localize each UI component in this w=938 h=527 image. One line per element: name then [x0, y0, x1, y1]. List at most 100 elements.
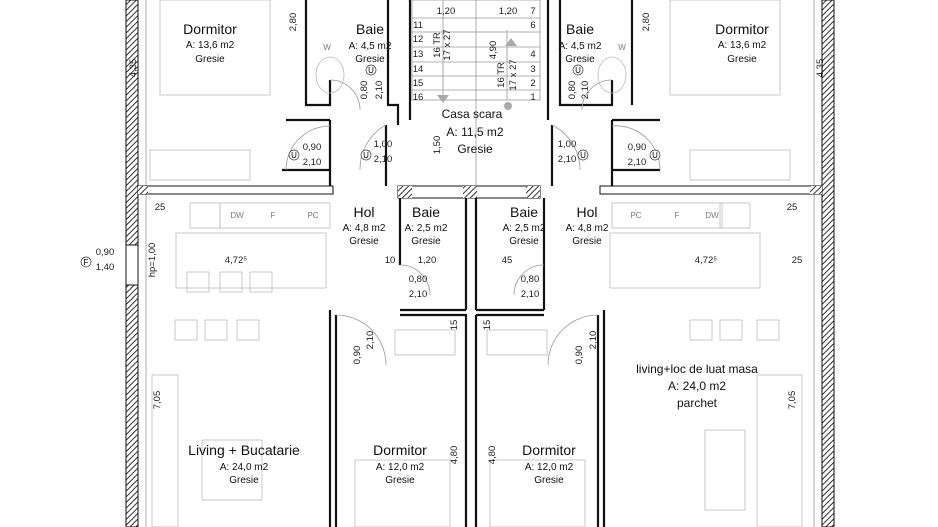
svg-text:4,80: 4,80 — [487, 446, 498, 465]
room-labels: Dormitor A: 13,6 m2 Gresie Baie A: 4,5 m2 Gr… — [183, 21, 769, 486]
svg-text:U: U — [575, 66, 581, 75]
svg-text:W: W — [323, 43, 331, 52]
svg-text:1: 1 — [530, 92, 535, 103]
svg-text:16 TR: 16 TR — [496, 62, 507, 88]
svg-text:Gresie: Gresie — [385, 475, 415, 486]
svg-text:A: 11,5 m2: A: 11,5 m2 — [446, 125, 503, 139]
svg-text:A: 4,8 m2: A: 4,8 m2 — [343, 223, 386, 234]
svg-text:U: U — [652, 151, 658, 160]
svg-text:16: 16 — [413, 92, 424, 103]
svg-text:7: 7 — [530, 6, 535, 17]
svg-text:living+loc de luat masa: living+loc de luat masa — [636, 362, 758, 376]
svg-text:2,10: 2,10 — [374, 154, 393, 165]
svg-text:2,10: 2,10 — [558, 154, 577, 165]
svg-text:0,80: 0,80 — [409, 274, 428, 285]
svg-text:25: 25 — [155, 202, 166, 213]
svg-text:0,80: 0,80 — [521, 274, 540, 285]
exterior-wall-right — [821, 0, 835, 527]
svg-text:Gresie: Gresie — [229, 475, 259, 486]
svg-text:PC: PC — [630, 211, 641, 220]
svg-text:Hol: Hol — [576, 204, 597, 220]
svg-text:25: 25 — [787, 202, 798, 213]
svg-text:7,05: 7,05 — [152, 391, 163, 410]
svg-text:1,20: 1,20 — [418, 255, 437, 266]
svg-text:F: F — [271, 211, 276, 220]
svg-text:0,90: 0,90 — [628, 142, 647, 153]
svg-text:2: 2 — [530, 78, 535, 89]
svg-text:A: 13,6 m2: A: 13,6 m2 — [718, 40, 767, 51]
svg-text:U: U — [368, 66, 374, 75]
svg-text:2,10: 2,10 — [588, 331, 599, 350]
furniture — [149, 0, 803, 527]
svg-text:11: 11 — [413, 20, 423, 31]
svg-text:17 x 27: 17 x 27 — [508, 59, 519, 90]
svg-text:A: 2,5 m2: A: 2,5 m2 — [503, 223, 546, 234]
svg-text:1,20: 1,20 — [499, 6, 518, 17]
svg-text:Gresie: Gresie — [195, 54, 225, 65]
svg-text:F: F — [675, 211, 680, 220]
svg-text:4,72⁵: 4,72⁵ — [225, 255, 247, 266]
svg-text:15: 15 — [449, 320, 460, 331]
svg-text:DW: DW — [705, 211, 719, 220]
svg-text:0,90: 0,90 — [352, 346, 363, 365]
svg-text:6: 6 — [530, 20, 535, 31]
svg-text:4,90: 4,90 — [488, 41, 499, 60]
svg-text:0,80: 0,80 — [359, 81, 370, 100]
svg-text:F: F — [84, 258, 89, 267]
svg-text:4: 4 — [530, 49, 535, 60]
svg-text:A: 2,5 m2: A: 2,5 m2 — [405, 223, 448, 234]
svg-text:2,10: 2,10 — [628, 157, 647, 168]
svg-text:0,90: 0,90 — [574, 346, 585, 365]
svg-text:Gresie: Gresie — [457, 142, 493, 156]
svg-text:DW: DW — [230, 211, 244, 220]
svg-text:Hol: Hol — [353, 204, 374, 220]
svg-text:Gresie: Gresie — [534, 475, 564, 486]
svg-text:A: 12,0 m2: A: 12,0 m2 — [525, 462, 574, 473]
svg-text:1,00: 1,00 — [558, 139, 577, 150]
svg-text:0,90: 0,90 — [303, 142, 322, 153]
svg-text:12: 12 — [413, 34, 424, 45]
svg-text:25: 25 — [792, 255, 803, 266]
svg-text:Dormitor: Dormitor — [522, 442, 576, 458]
svg-text:17 x 27: 17 x 27 — [442, 29, 453, 60]
svg-text:3: 3 — [530, 64, 535, 75]
svg-text:Gresie: Gresie — [411, 236, 441, 247]
svg-text:A: 12,0 m2: A: 12,0 m2 — [376, 462, 425, 473]
svg-text:U: U — [291, 151, 297, 160]
svg-text:2,10: 2,10 — [303, 157, 322, 168]
svg-text:45: 45 — [502, 255, 513, 266]
staircase — [411, 0, 541, 186]
svg-text:A: 24,0 m2: A: 24,0 m2 — [220, 462, 269, 473]
svg-text:1,00: 1,00 — [374, 139, 393, 150]
svg-text:Baie: Baie — [356, 21, 384, 37]
svg-text:Gresie: Gresie — [565, 54, 595, 65]
svg-text:2,10: 2,10 — [580, 81, 591, 100]
svg-text:A: 24,0 m2: A: 24,0 m2 — [668, 379, 726, 393]
svg-text:13: 13 — [413, 49, 424, 60]
svg-text:W: W — [618, 43, 626, 52]
svg-text:A: 4,5 m2: A: 4,5 m2 — [349, 41, 392, 52]
svg-text:Baie: Baie — [510, 204, 538, 220]
svg-text:Baie: Baie — [566, 21, 594, 37]
svg-text:1,40: 1,40 — [96, 262, 115, 273]
svg-text:1,20: 1,20 — [437, 6, 456, 17]
svg-text:16 TR: 16 TR — [432, 32, 443, 58]
svg-text:Gresie: Gresie — [509, 236, 539, 247]
svg-text:14: 14 — [413, 64, 424, 75]
svg-text:Dormitor: Dormitor — [373, 442, 427, 458]
walls — [137, 0, 823, 527]
window-left — [125, 244, 139, 286]
svg-text:15: 15 — [413, 78, 424, 89]
svg-text:1,50: 1,50 — [432, 136, 443, 155]
svg-text:4,35: 4,35 — [128, 59, 139, 78]
svg-text:Baie: Baie — [412, 204, 440, 220]
svg-text:parchet: parchet — [677, 396, 718, 410]
svg-text:Dormitor: Dormitor — [183, 21, 237, 37]
svg-text:2,10: 2,10 — [374, 81, 385, 100]
svg-text:Gresie: Gresie — [349, 236, 379, 247]
svg-text:10: 10 — [385, 255, 396, 266]
